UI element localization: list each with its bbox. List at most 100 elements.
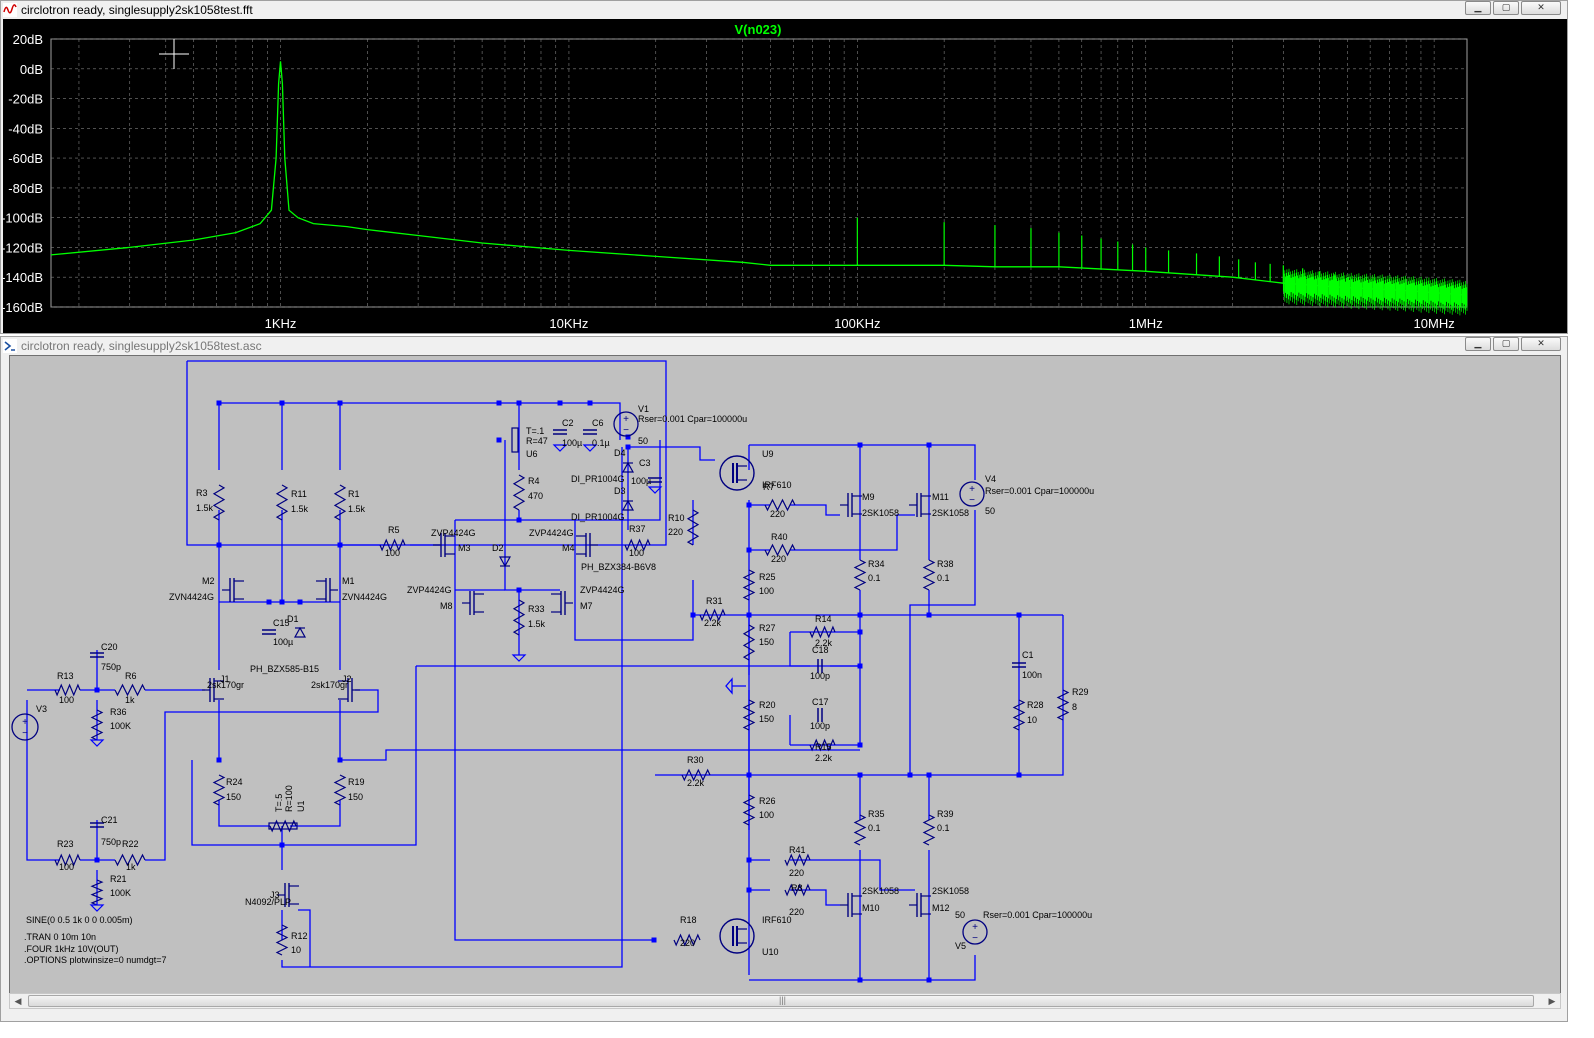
svg-text:−: − [22,728,28,739]
component-label: R1 [348,489,360,499]
wire [455,440,661,521]
wire [1019,615,1064,776]
component-label: 0.1 [868,823,881,833]
waveform-titlebar[interactable]: circlotron ready, singlesupply2sk1058tes… [1,1,1567,19]
component-label: Rser=0.001 Cpar=100000u [985,486,1094,496]
wire [790,504,840,516]
resistor-symbol [853,559,867,591]
component-label: C17 [812,697,829,707]
resistor-symbol [90,709,104,741]
component-label: R=100 [284,785,294,812]
scrollbar-thumb[interactable]: ||| [28,995,1534,1007]
junction [746,502,752,508]
component-label: R=47 [526,436,548,446]
junction [746,612,752,618]
resistor-symbol [809,738,836,752]
wire [219,402,621,440]
component-label: 100µ [631,476,651,486]
resistor-symbol [114,853,146,867]
component-label: 0.1µ [592,438,610,448]
svg-text:−: − [623,425,629,436]
component-label: 0.1 [937,573,950,583]
y-tick-label: -60dB [8,151,43,166]
component-label: R41 [789,845,806,855]
component-label: R7 [763,482,775,492]
schematic-drawing[interactable]: +−+−+−+−R31.5kR111.5kR11.5kR5100R4470R33… [10,356,1561,999]
component-label: M7 [580,601,593,611]
close-button[interactable]: ✕ [1521,337,1561,351]
resistor-symbol [784,853,811,867]
component-label: M8 [440,601,453,611]
scroll-left-arrow-icon[interactable]: ◀ [14,995,22,1006]
component-label: Rser=0.001 Cpar=100000u [638,414,747,424]
component-label: N4092/PLP [245,897,291,907]
resistor-symbol [764,498,796,512]
ground-symbol [89,904,105,912]
y-tick-label: -160dB [3,300,43,315]
svg-text:+: + [623,414,629,425]
potentiometer-symbol [268,822,298,830]
component-label: 50 [955,910,965,920]
component-label: R34 [868,559,885,569]
component-label: R40 [771,532,788,542]
ltspice-wave-icon [3,3,17,17]
y-tick-label: 20dB [13,32,43,47]
minimize-button[interactable]: ▁ [1465,1,1491,15]
schematic-window: circlotron ready, singlesupply2sk1058tes… [0,336,1568,1022]
schematic-titlebar[interactable]: circlotron ready, singlesupply2sk1058tes… [1,337,1567,355]
component-label: D1 [287,614,299,624]
diode-symbol [498,556,512,568]
resistor-symbol [922,559,936,591]
component-label: 100 [59,695,74,705]
resistor-symbol [624,538,651,552]
wire [281,447,623,968]
wire [790,889,840,906]
junction [625,444,631,450]
minimize-button[interactable]: ▁ [1465,337,1491,351]
resistor-symbol [686,509,700,546]
component-label: 100K [110,721,131,731]
component-label: C15 [273,618,290,628]
junction [496,400,502,406]
component-label: 100 [759,810,774,820]
wire [218,800,270,827]
component-label: T=.5 [274,794,284,812]
component-label: 2SK1058 [862,886,899,896]
junction [1016,612,1022,618]
junction [557,400,563,406]
maximize-button[interactable]: ▢ [1493,1,1519,15]
component-label: M10 [862,903,880,913]
ltspice-schematic-icon [3,339,17,353]
scroll-right-arrow-icon[interactable]: ▶ [1548,995,1556,1006]
component-label: R24 [226,777,243,787]
junction [625,434,631,440]
resistor-symbol [742,699,756,731]
component-label: 1k [125,695,135,705]
fft-chart[interactable]: V(n023) 20dB0dB-20dB-40dB-60dB-80dB-100d… [1,19,1567,333]
component-label: 100µ [562,438,582,448]
component-label: 0.1 [937,823,950,833]
output-port-icon [725,677,746,695]
junction [516,517,522,523]
svg-text:−: − [972,933,978,944]
wire [504,440,560,591]
component-label: D3 [614,486,626,496]
close-button[interactable]: ✕ [1521,1,1561,15]
horizontal-scrollbar[interactable]: ◀ ||| ▶ [9,993,1561,1009]
x-tick-label: 10KHz [549,316,588,331]
resistor-symbol [673,933,701,947]
component-label: M12 [932,903,950,913]
component-label: R39 [937,809,954,819]
component-label: D2 [492,543,504,553]
component-label: SINE(0 0.5 1k 0 0 0.005m) [26,915,133,925]
component-label: 2.2k [687,778,705,788]
maximize-button[interactable]: ▢ [1493,337,1519,351]
trace-label[interactable]: V(n023) [735,22,782,37]
component-label: 50 [985,506,995,516]
component-label: 100 [385,548,400,558]
wire [790,514,915,551]
component-label: R14 [815,614,832,624]
component-label: 2.2k [815,638,833,648]
